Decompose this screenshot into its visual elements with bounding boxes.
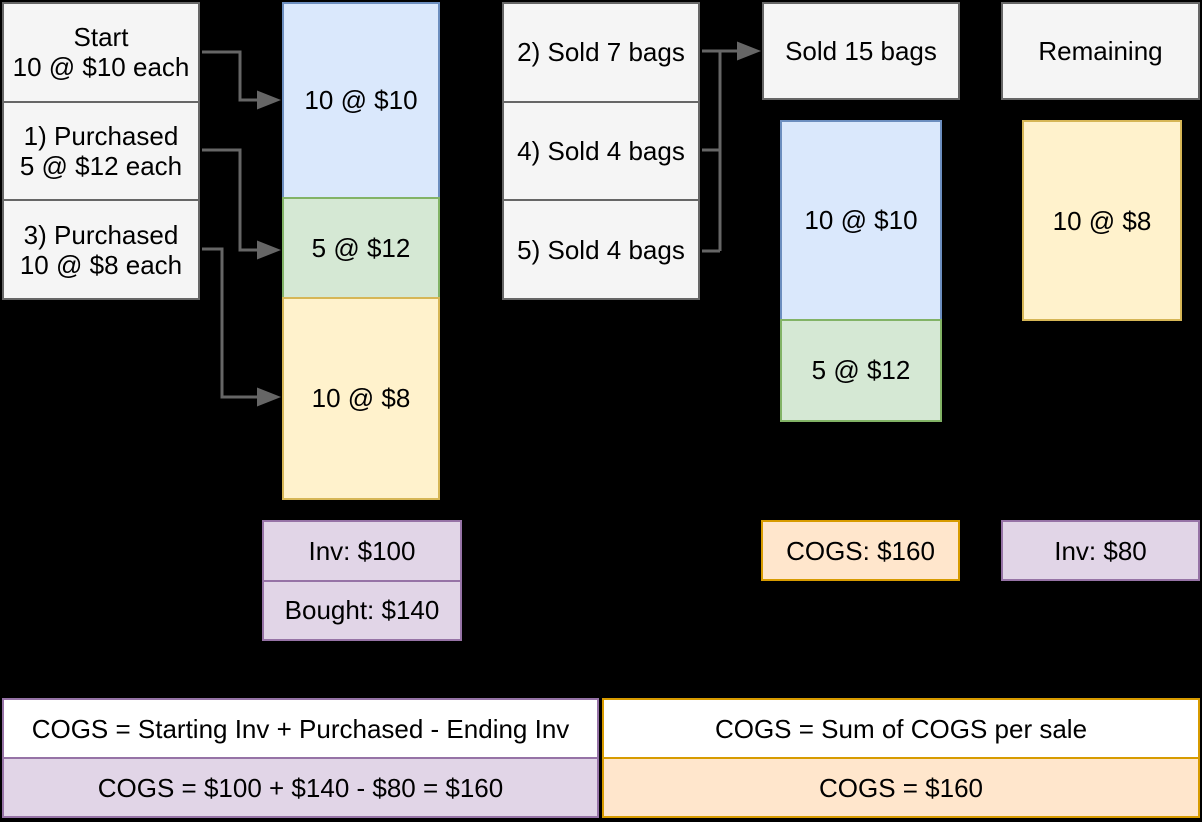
sold-segment-green-label: 5 @ $12 bbox=[811, 355, 911, 385]
periodic-result-text: COGS = $100 + $140 - $80 = $160 bbox=[97, 772, 504, 803]
inventory-stack: 10 @ $10 5 @ $12 10 @ $8 bbox=[282, 2, 440, 500]
sale-event-4-cell: 4) Sold 4 bags bbox=[504, 100, 698, 200]
bought-value-label: Bought: $140 bbox=[284, 595, 440, 626]
periodic-formula-text: COGS = Starting Inv + Purchased - Ending… bbox=[31, 713, 570, 744]
sale-events-table: 2) Sold 7 bags 4) Sold 4 bags 5) Sold 4 … bbox=[502, 2, 700, 300]
remaining-segment-yellow: 10 @ $8 bbox=[1022, 120, 1182, 321]
perpetual-result-text: COGS = $160 bbox=[818, 772, 984, 803]
perpetual-formula-text: COGS = Sum of COGS per sale bbox=[714, 713, 1088, 744]
inventory-segment-green-label: 5 @ $12 bbox=[311, 232, 411, 263]
arrow-start-to-blue bbox=[202, 50, 258, 102]
sale-event-5-cell: 5) Sold 4 bags bbox=[504, 199, 698, 298]
inventory-segment-yellow-label: 10 @ $8 bbox=[311, 383, 411, 413]
arrow-purchase3-to-yellow bbox=[202, 247, 258, 399]
sale-event-2-label: 2) Sold 7 bags bbox=[517, 37, 685, 68]
remaining-header-box: Remaining bbox=[1001, 2, 1200, 100]
arrowhead-start-to-blue-icon bbox=[257, 90, 281, 110]
inventory-value-cell: Inv: $100 bbox=[264, 522, 460, 580]
sold-stack: 10 @ $10 5 @ $12 bbox=[780, 120, 942, 422]
sold-header-box: Sold 15 bags bbox=[762, 2, 960, 100]
perpetual-result-cell: COGS = $160 bbox=[604, 757, 1198, 816]
arrow-purchase1-to-green bbox=[202, 148, 258, 252]
sale-event-5-label: 5) Sold 4 bags bbox=[517, 234, 685, 265]
inventory-segment-blue: 10 @ $10 bbox=[282, 2, 440, 199]
arrow-sales-to-sold bbox=[702, 49, 738, 253]
inventory-value-table: Inv: $100 Bought: $140 bbox=[262, 520, 462, 641]
arrowhead-purchase1-to-green-icon bbox=[257, 240, 281, 260]
event-start-line2: 10 @ $10 each bbox=[12, 52, 190, 83]
event-purchase1-cell: 1) Purchased 5 @ $12 each bbox=[4, 100, 198, 200]
sold-segment-blue-label: 10 @ $10 bbox=[804, 205, 918, 235]
event-purchase3-cell: 3) Purchased 10 @ $8 each bbox=[4, 199, 198, 298]
event-start-cell: Start 10 @ $10 each bbox=[4, 4, 198, 101]
event-start-line1: Start bbox=[73, 22, 129, 53]
bought-value-cell: Bought: $140 bbox=[264, 579, 460, 640]
event-purchase3-line1: 3) Purchased bbox=[23, 219, 179, 250]
periodic-result-cell: COGS = $100 + $140 - $80 = $160 bbox=[4, 757, 597, 816]
perpetual-formula-table: COGS = Sum of COGS per sale COGS = $160 bbox=[602, 698, 1200, 818]
event-purchase1-line2: 5 @ $12 each bbox=[19, 151, 183, 181]
periodic-formula-table: COGS = Starting Inv + Purchased - Ending… bbox=[2, 698, 599, 818]
sold-segment-blue: 10 @ $10 bbox=[780, 120, 942, 321]
sale-event-4-label: 4) Sold 4 bags bbox=[517, 136, 685, 166]
inventory-value-label: Inv: $100 bbox=[308, 535, 416, 566]
inventory-segment-yellow: 10 @ $8 bbox=[282, 297, 440, 500]
periodic-formula-cell: COGS = Starting Inv + Purchased - Ending… bbox=[4, 700, 597, 757]
sold-segment-green: 5 @ $12 bbox=[780, 319, 942, 422]
purchase-events-table: Start 10 @ $10 each 1) Purchased 5 @ $12… bbox=[2, 2, 200, 300]
cogs-badge: COGS: $160 bbox=[761, 520, 960, 581]
arrowhead-sales-to-sold-icon bbox=[737, 41, 761, 61]
ending-inventory-label: Inv: $80 bbox=[1054, 535, 1147, 566]
sold-header-label: Sold 15 bags bbox=[785, 36, 937, 66]
cogs-badge-label: COGS: $160 bbox=[786, 535, 935, 566]
event-purchase3-line2: 10 @ $8 each bbox=[19, 249, 183, 280]
sale-event-2-cell: 2) Sold 7 bags bbox=[504, 4, 698, 101]
inventory-segment-blue-label: 10 @ $10 bbox=[304, 85, 418, 115]
remaining-header-label: Remaining bbox=[1038, 36, 1163, 66]
arrowhead-purchase3-to-yellow-icon bbox=[257, 387, 281, 407]
event-purchase1-line1: 1) Purchased bbox=[23, 121, 179, 151]
inventory-segment-green: 5 @ $12 bbox=[282, 197, 440, 299]
ending-inventory-badge: Inv: $80 bbox=[1001, 520, 1200, 581]
perpetual-formula-cell: COGS = Sum of COGS per sale bbox=[604, 700, 1198, 757]
remaining-segment-label: 10 @ $8 bbox=[1052, 205, 1152, 236]
